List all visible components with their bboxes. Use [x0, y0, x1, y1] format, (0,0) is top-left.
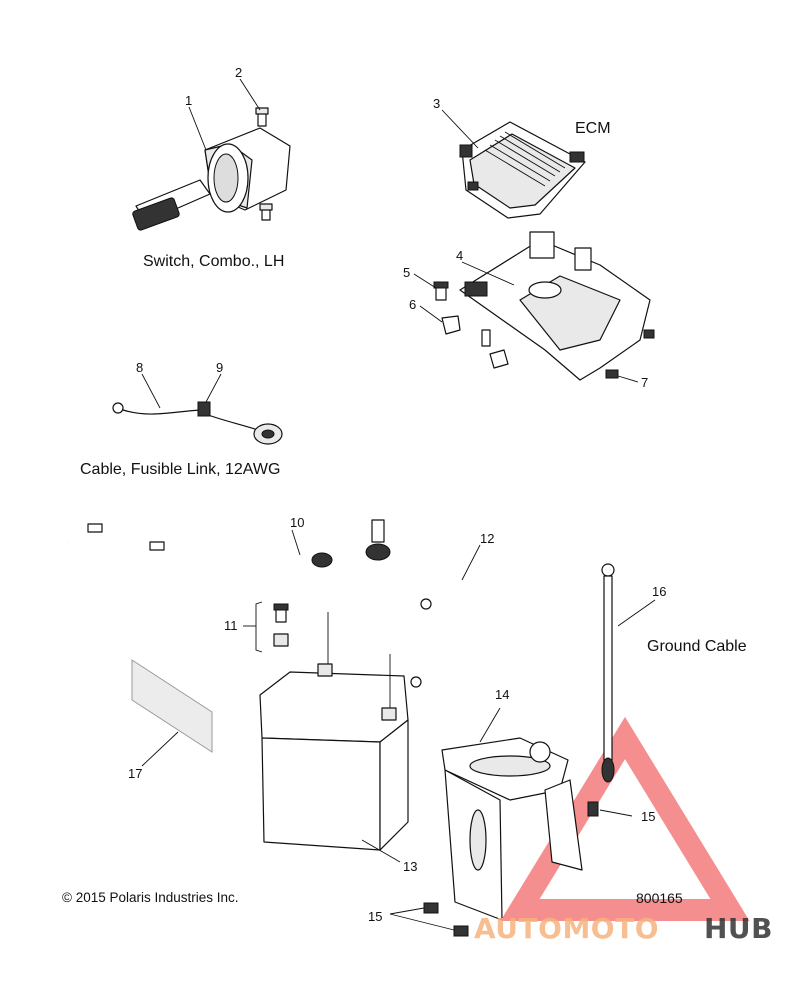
callout-10: 10 — [290, 515, 304, 530]
callout-1: 1 — [185, 93, 192, 108]
ecm-bracket-illustration — [459, 231, 651, 381]
callout-14: 14 — [495, 687, 509, 702]
callout-4: 4 — [456, 248, 463, 263]
watermark-part2: HUB — [704, 912, 773, 945]
watermark-text: AUTOMOTO HUB — [474, 912, 773, 945]
copyright-text: © 2015 Polaris Industries Inc. — [62, 890, 239, 905]
screw-7-illustration — [605, 329, 655, 379]
switch-caption: Switch, Combo., LH — [143, 253, 284, 270]
callout-13: 13 — [403, 859, 417, 874]
callout-11: 11 — [224, 618, 238, 633]
ecm-caption: ECM — [575, 120, 611, 137]
diagram-number: 800165 — [636, 890, 683, 906]
label-pad-17-illustration — [131, 659, 213, 753]
ground-cable-caption: Ground Cable — [647, 638, 747, 655]
fusible-link-cable-illustration — [112, 401, 283, 445]
callout-15a: 15 — [641, 809, 655, 824]
ground-cable-illustration — [601, 563, 615, 783]
switch-combo-lh-illustration — [132, 107, 291, 231]
battery-illustration — [259, 612, 409, 851]
bolt-nut-11-illustration — [273, 603, 289, 647]
callout-3: 3 — [433, 96, 440, 111]
callout-7: 7 — [641, 375, 648, 390]
negative-cable-illustration — [410, 578, 466, 688]
clip-6-illustration — [441, 315, 461, 335]
cable-caption: Cable, Fusible Link, 12AWG — [80, 461, 280, 478]
clip-6b-illustration — [481, 329, 509, 369]
callout-17: 17 — [128, 766, 142, 781]
battery-cable-illustration — [66, 519, 391, 577]
callout-9: 9 — [216, 360, 223, 375]
callout-15b: 15 — [368, 909, 382, 924]
callout-6: 6 — [409, 297, 416, 312]
screw-15-illustration — [423, 801, 599, 937]
callout-8: 8 — [136, 360, 143, 375]
callout-12: 12 — [480, 531, 494, 546]
battery-bracket-illustration — [441, 737, 583, 921]
fastener-5-illustration — [433, 281, 449, 301]
ecm-illustration — [459, 121, 586, 219]
watermark-part1: AUTOMOTO — [474, 912, 659, 945]
callout-16: 16 — [652, 584, 666, 599]
callout-5: 5 — [403, 265, 410, 280]
callout-2: 2 — [235, 65, 242, 80]
